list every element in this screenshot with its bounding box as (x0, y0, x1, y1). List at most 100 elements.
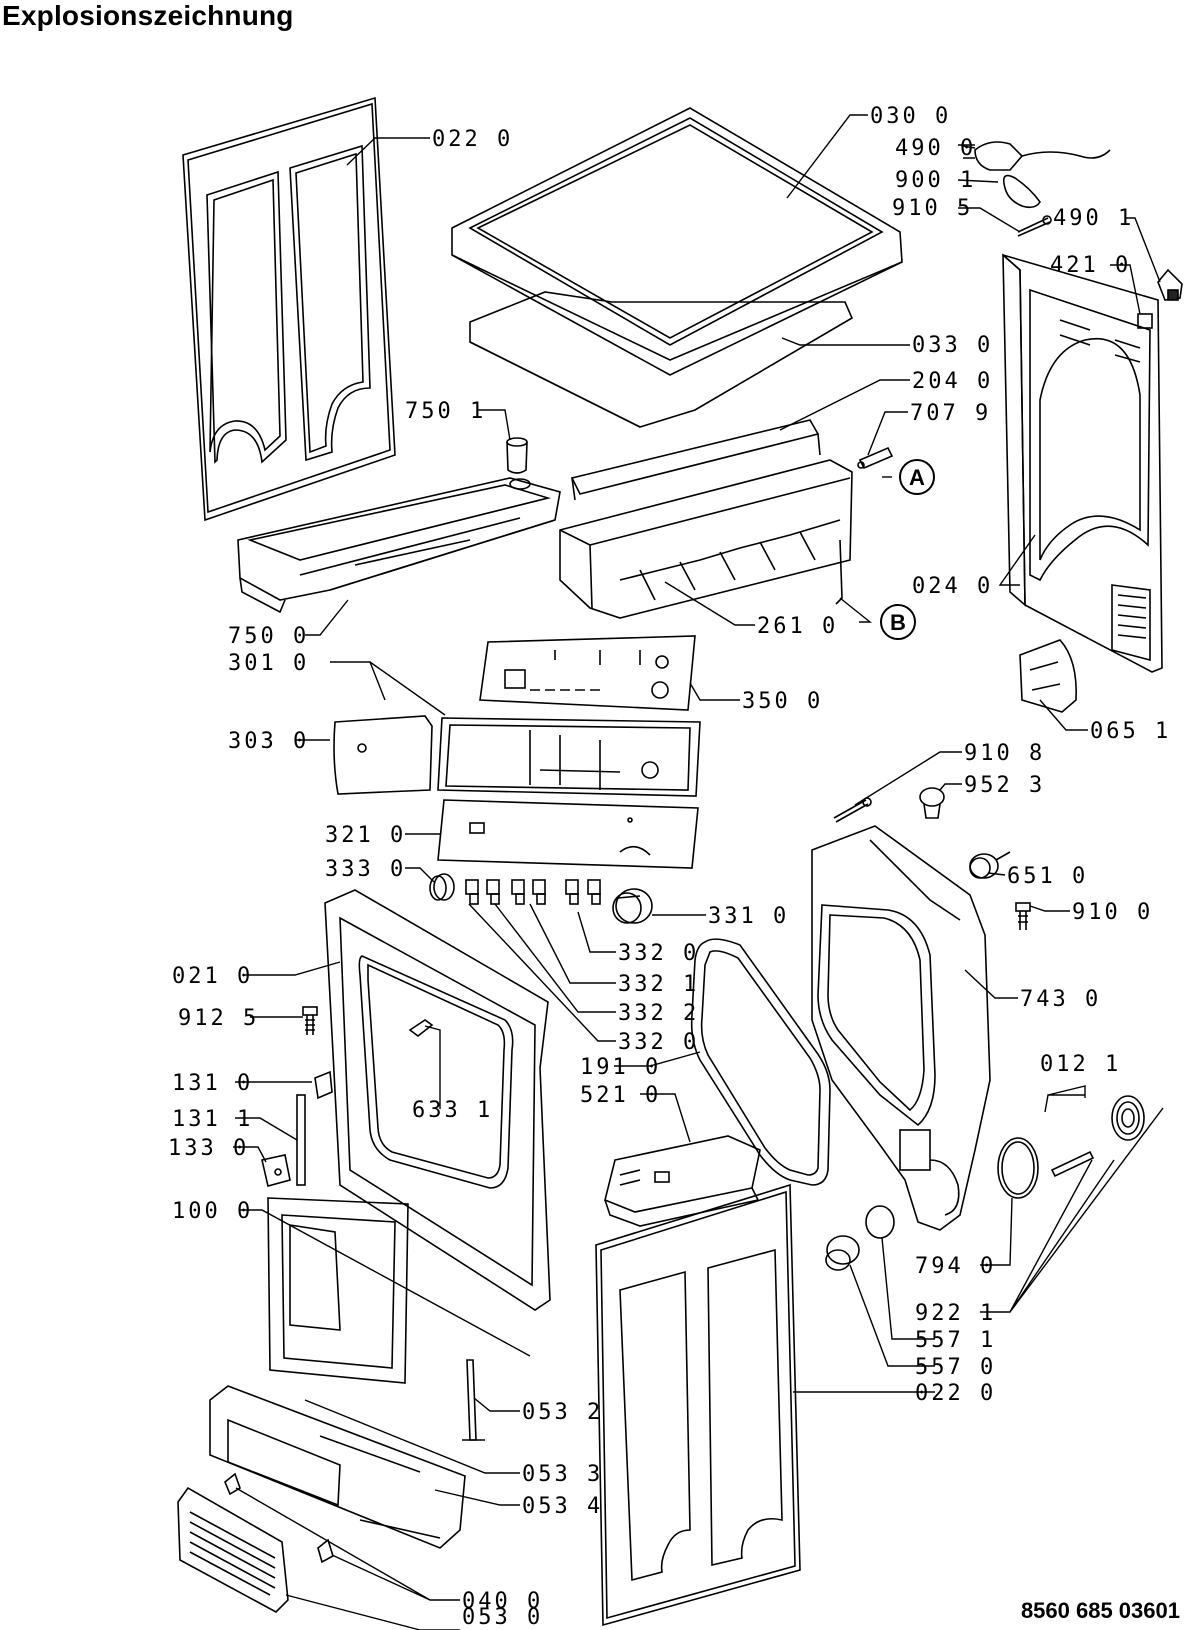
part-label: 633 1 (412, 1098, 493, 1123)
part-label: 030 0 (870, 104, 951, 129)
callout-b-letter: B (890, 610, 906, 635)
lid-tray (469, 291, 854, 428)
part-label: 133 0 (168, 1136, 249, 1161)
page-title: Explosionszeichnung (2, 0, 294, 31)
part-label: 490 0 (895, 136, 976, 161)
door-frame (267, 1197, 409, 1384)
part-label: 421 0 (1050, 253, 1131, 278)
part-label: 900 1 (895, 168, 976, 193)
rail-bar (570, 419, 821, 501)
part-label: 794 0 (915, 1254, 996, 1279)
side-panel-left (182, 96, 396, 522)
screw-910-8 (833, 797, 872, 823)
push-buttons (465, 879, 601, 905)
cable-bracket (1157, 268, 1183, 301)
part-label: 332 0 (618, 1030, 699, 1055)
part-label: 065 1 (1090, 719, 1171, 744)
water-tank (237, 477, 561, 614)
part-label: 521 0 (580, 1083, 661, 1108)
part-label: 024 0 (912, 574, 993, 599)
part-label: 331 0 (708, 904, 789, 929)
drum-housing (811, 825, 991, 1231)
screw-912-5 (302, 1006, 318, 1035)
door-latch (408, 1019, 434, 1038)
part-label: 332 1 (618, 972, 699, 997)
front-panel (324, 889, 551, 1311)
part-label: 321 0 (325, 823, 406, 848)
part-label: 261 0 (757, 614, 838, 639)
callout-b-marker (880, 604, 916, 640)
door-seal (690, 938, 831, 1186)
part-label: 332 2 (618, 1001, 699, 1026)
part-label: 301 0 (228, 651, 309, 676)
part-label: 333 0 (325, 857, 406, 882)
electronic-module (604, 1135, 761, 1227)
hinge-rod (296, 1094, 306, 1186)
part-label: 100 0 (172, 1199, 253, 1224)
plinth-frame (209, 1385, 466, 1549)
part-label: 021 0 (172, 964, 253, 989)
part-label: 022 0 (432, 127, 513, 152)
rear-panel (1002, 253, 1163, 673)
plinth-grille (177, 1486, 289, 1613)
part-label: 040 0 (462, 1589, 543, 1614)
filter-cup (506, 437, 528, 474)
part-label: 557 0 (915, 1355, 996, 1380)
part-label: 204 0 (912, 369, 993, 394)
fan-grille (1111, 1095, 1145, 1141)
part-label: 350 0 (742, 689, 823, 714)
detergent-drawer (333, 715, 433, 795)
sensor-707 (857, 446, 894, 470)
part-label: 033 0 (912, 333, 993, 358)
part-label: 303 0 (228, 729, 309, 754)
part-label: 490 1 (1053, 206, 1134, 231)
top-lid (451, 107, 903, 376)
sensor-651 (969, 851, 1011, 879)
control-fascia (437, 799, 699, 869)
part-label: 053 4 (522, 1494, 603, 1519)
part-label: 332 0 (618, 941, 699, 966)
control-housing (437, 717, 701, 797)
part-label: 557 1 (915, 1328, 996, 1353)
strut-053-2 (462, 1359, 485, 1441)
o-ring (865, 1205, 895, 1239)
part-label: 952 3 (964, 773, 1045, 798)
shaft (1050, 1150, 1095, 1178)
part-label: 910 5 (892, 196, 973, 221)
document-code: 8560 685 03601 (1020, 1598, 1180, 1623)
part-label: 922 1 (915, 1301, 996, 1326)
part-label: 750 0 (228, 624, 309, 649)
part-label: 131 0 (172, 1071, 253, 1096)
mains-plug (962, 141, 1111, 171)
air-duct (559, 459, 853, 619)
part-label: 910 8 (964, 741, 1045, 766)
part-number-labels: 022 0 030 0 490 0 900 1 910 5 490 1 421 … (168, 104, 1171, 1630)
gasket-ring (997, 1137, 1039, 1199)
part-label: 651 0 (1007, 864, 1088, 889)
part-label: 053 0 (462, 1605, 543, 1630)
part-label: 910 0 (1072, 900, 1153, 925)
part-label: 012 1 (1040, 1052, 1121, 1077)
part-label: 053 2 (522, 1400, 603, 1425)
screw-910-5 (1017, 215, 1052, 237)
cover-plate (1019, 639, 1077, 713)
part-label: 022 0 (915, 1381, 996, 1406)
part-label: 131 1 (172, 1107, 253, 1132)
hinge-bracket (261, 1154, 291, 1187)
side-panel-front (595, 1183, 801, 1627)
part-label: 053 3 (522, 1462, 603, 1487)
screw-910-0 (1015, 902, 1031, 930)
knob-333 (429, 873, 455, 901)
callout-a-marker (899, 459, 935, 495)
pump (825, 1235, 860, 1271)
callout-a-letter: A (909, 465, 925, 490)
grommet (919, 787, 945, 819)
hinge-131-0 (314, 1070, 333, 1100)
part-label: 707 9 (910, 401, 991, 426)
control-pcb (479, 635, 696, 711)
part-label: 743 0 (1020, 987, 1101, 1012)
program-knob (612, 888, 653, 924)
part-label: 750 1 (405, 399, 486, 424)
cable-clip (1002, 174, 1041, 209)
